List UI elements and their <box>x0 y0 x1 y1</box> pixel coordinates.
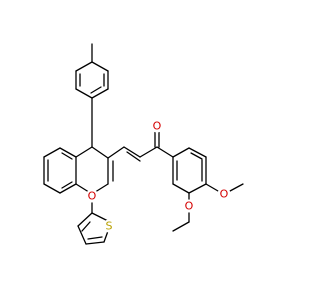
bond <box>75 146 93 158</box>
bond <box>107 146 125 159</box>
bond <box>91 61 109 72</box>
bond <box>126 151 141 162</box>
bond <box>91 212 109 222</box>
methoxy-oxygen-meta-label: O <box>185 200 194 213</box>
bond <box>77 212 93 227</box>
bond <box>156 146 174 158</box>
bond <box>188 183 207 194</box>
atom-pyran-oxygen: O <box>85 189 99 203</box>
bond <box>61 181 73 189</box>
bond <box>91 88 109 99</box>
bond <box>205 183 219 192</box>
thiophene-sulfur-label: S <box>106 220 113 233</box>
pyran-ring <box>75 146 114 195</box>
ketone-oxygen-label: O <box>153 120 162 133</box>
bond <box>188 147 207 158</box>
bond <box>59 147 77 158</box>
atom-ketone-oxygen: O <box>150 119 164 133</box>
bond <box>85 241 105 245</box>
tolyl-ring <box>75 61 109 99</box>
dimethoxyphenyl-ring <box>172 147 207 194</box>
bond <box>229 183 244 192</box>
benzo-ring <box>43 147 77 194</box>
bond <box>43 147 61 158</box>
bond <box>59 183 77 194</box>
bond <box>172 147 190 158</box>
bond <box>90 86 102 94</box>
bond <box>139 146 158 158</box>
bond <box>75 61 93 72</box>
bond <box>190 152 203 160</box>
bond <box>43 183 61 194</box>
atom-thiophene-sulfur: S <box>102 219 116 233</box>
bond <box>87 236 103 240</box>
bond <box>81 221 91 232</box>
methoxy-oxygen-para-label: O <box>220 188 229 201</box>
bond <box>123 146 141 158</box>
pyran-oxygen-label: O <box>88 190 97 203</box>
atom-methoxy-oxygen-meta: O <box>182 199 196 213</box>
bond <box>61 152 73 160</box>
bond <box>103 230 109 243</box>
propenone-chain <box>107 131 174 162</box>
bond <box>172 221 190 232</box>
bond <box>77 225 87 245</box>
bond <box>172 183 190 194</box>
bond <box>91 146 109 159</box>
structure-canvas: O O O O S <box>43 43 244 245</box>
molecule-structure: O O O O S <box>43 43 244 245</box>
methoxy-groups <box>172 183 244 232</box>
atom-methoxy-oxygen-para: O <box>217 187 231 201</box>
bond <box>75 88 93 99</box>
